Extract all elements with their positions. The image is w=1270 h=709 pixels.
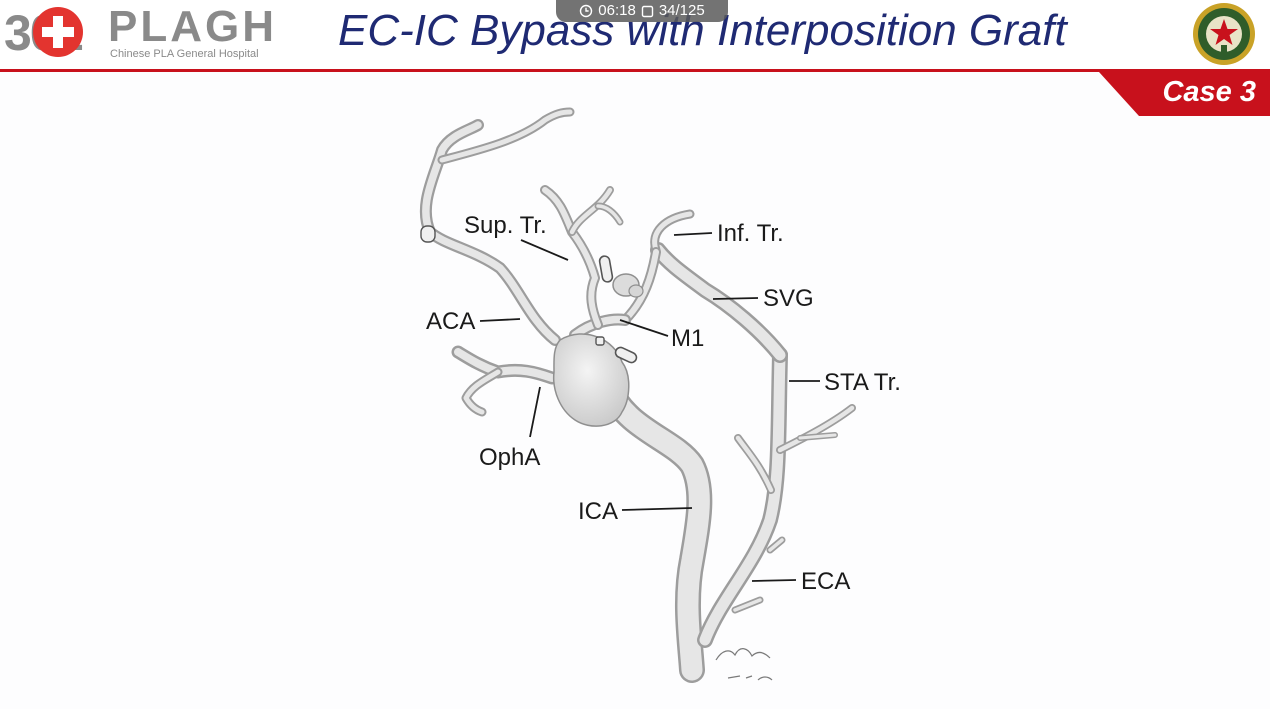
label-inf-tr: Inf. Tr. bbox=[717, 220, 784, 247]
label-ica: ICA bbox=[578, 498, 618, 525]
sup-trunk-vessel bbox=[540, 185, 624, 330]
army-emblem-icon bbox=[1193, 3, 1255, 65]
svg-graft-vessel bbox=[650, 242, 788, 363]
label-sta-tr: STA Tr. bbox=[824, 369, 901, 396]
red-cross-icon bbox=[33, 7, 83, 57]
leader-lines bbox=[479, 232, 820, 582]
hospital-logo: 301 PLAGH Chinese PLA General Hospital bbox=[4, 2, 294, 64]
label-svg: SVG bbox=[763, 285, 814, 312]
case-badge: Case 3 bbox=[1099, 72, 1270, 116]
logo-brand: PLAGH bbox=[108, 2, 277, 51]
opha-vessel bbox=[451, 345, 559, 417]
clock-icon bbox=[580, 4, 593, 18]
ica-vessel bbox=[597, 377, 713, 683]
slide-icon bbox=[641, 5, 654, 17]
slide-position: 34/125 bbox=[658, 2, 705, 19]
label-eca: ECA bbox=[801, 568, 850, 595]
artery-vessels bbox=[419, 107, 856, 683]
eca-branches bbox=[731, 404, 856, 614]
case-label: Case 3 bbox=[1162, 76, 1256, 108]
label-aca: ACA bbox=[426, 308, 475, 335]
inf-trunk-vessel bbox=[620, 209, 695, 325]
label-m1: M1 bbox=[671, 325, 704, 352]
eca-vessel bbox=[697, 347, 788, 648]
aneurysm-sac bbox=[552, 333, 630, 427]
label-opha: OphA bbox=[479, 444, 540, 471]
aneurysm-clip bbox=[598, 255, 638, 364]
video-time: 06:18 bbox=[598, 2, 636, 19]
anastomosis-clip bbox=[420, 225, 605, 346]
small-aneurysm bbox=[612, 273, 644, 298]
case-badge-shape bbox=[1099, 72, 1270, 116]
logo-subtitle: Chinese PLA General Hospital bbox=[110, 48, 259, 60]
header-divider bbox=[0, 69, 1270, 72]
label-sup-tr: Sup. Tr. bbox=[464, 212, 547, 239]
artist-signature bbox=[715, 648, 773, 681]
video-counter: 06:18 34/125 bbox=[556, 0, 728, 22]
